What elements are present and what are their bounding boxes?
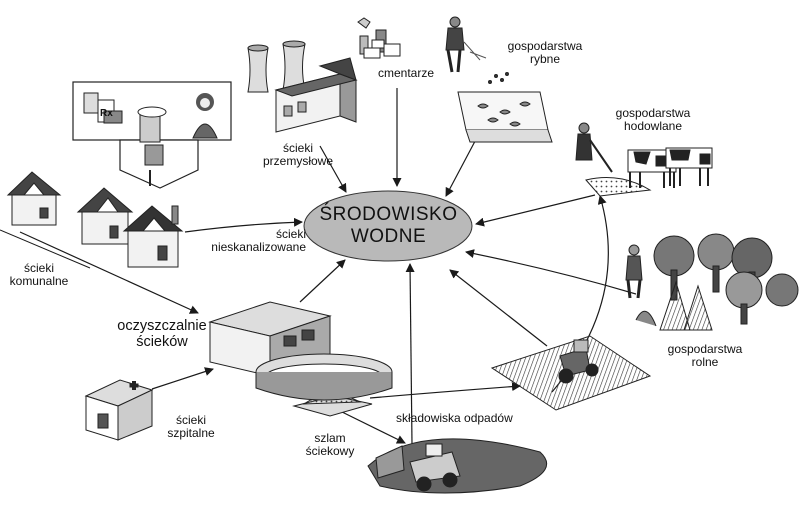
houses-icon: [6, 171, 184, 268]
label-scieki-przemyslowe: ścieki przemysłowe: [262, 141, 334, 169]
arrow-to-treatment: [19, 231, 199, 314]
orchard-icon: [653, 233, 799, 325]
label-cmentarze: cmentarze: [378, 66, 435, 80]
center-ellipse: [303, 190, 473, 262]
cattle-icon: [575, 122, 713, 197]
arrow-hospital-to-treatment: [151, 367, 214, 390]
arrow-from-treatment: [299, 259, 346, 303]
center-title-line2: WODNE: [350, 226, 427, 247]
label-oczyszczalnie-sciekow: oczyszczalnie ścieków: [117, 318, 207, 351]
label-gospodarstwa-rybne: gospodarstwa rybne: [507, 39, 583, 67]
fish-pond-icon: [457, 72, 553, 143]
label-gospodarstwa-rolne: gospodarstwa rolne: [667, 342, 743, 370]
hospital-icon: [84, 379, 154, 441]
arrow-sludge-to-field: [369, 382, 521, 399]
label-scieki-szpitalne: ścieki szpitalne: [167, 413, 215, 441]
landfill-bulldozer-icon: [367, 438, 548, 494]
center-title-line1: ŚRODOWISKO: [319, 204, 458, 226]
label-szlam-sciekowy: szlam ściekowy: [305, 431, 355, 459]
houses-divider: [0, 229, 91, 269]
factory-icon: [247, 40, 358, 133]
fisherman-icon: [445, 16, 487, 73]
farmer-icon: [625, 244, 643, 299]
label-gospodarstwa-hodowlane: gospodarstwa hodowlane: [615, 106, 691, 134]
arrow-from-livestock: [475, 194, 596, 227]
center-title: ŚRODOWISKO WODNE: [305, 191, 472, 261]
gravestones-icon: [357, 17, 401, 59]
arrow-from-landfill: [405, 263, 415, 445]
treatment-plant-icon: [208, 301, 393, 401]
harvest-icon: [635, 280, 713, 331]
arrow-from-orchard: [465, 249, 637, 295]
label-skladowiska-odpadow: składowiska odpadów: [396, 411, 513, 425]
label-rx: Rx: [100, 108, 113, 119]
label-scieki-nieskanalizowane: ścieki nieskanalizowane: [211, 227, 306, 255]
arrow-plant-to-sludge: [337, 409, 406, 444]
label-scieki-komunalne: ścieki komunalne: [9, 261, 69, 289]
pharmaceuticals-icon: [72, 81, 232, 189]
arrow-from-houses: [184, 217, 303, 233]
arrow-from-field: [449, 269, 548, 347]
tractor-field-icon: [490, 335, 652, 411]
arrow-from-factory: [319, 145, 347, 193]
